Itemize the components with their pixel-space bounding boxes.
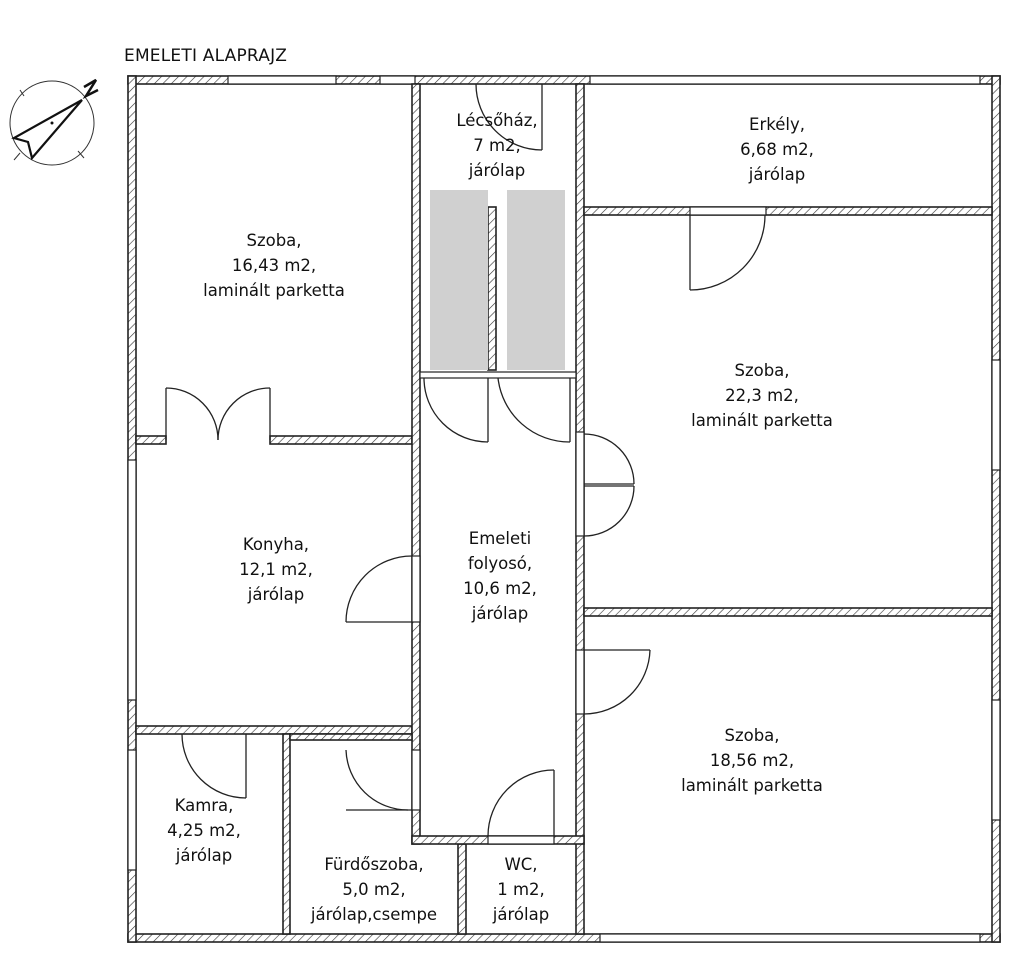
door-corridor-right[interactable]	[497, 377, 571, 443]
room-label-wc: WC,1 m2,járólap	[492, 855, 549, 924]
room-label-kamra: Kamra,4,25 m2,járólap	[167, 796, 241, 865]
inner-walls	[135, 83, 993, 935]
door-kamra[interactable]	[181, 733, 247, 799]
room-label-konyha: Konyha,12,1 m2,járólap	[239, 535, 313, 604]
room-labels: Szoba,16,43 m2,laminált parketta Lécsőhá…	[167, 111, 833, 924]
outer-walls	[127, 75, 1001, 943]
door-furdo[interactable]	[345, 749, 412, 811]
door-szoba2-double[interactable]	[583, 433, 635, 537]
room-label-furdo: Fürdőszoba,5,0 m2,járólap,csempe	[310, 855, 437, 924]
north-label	[82, 78, 99, 100]
door-erkely[interactable]	[689, 214, 766, 291]
door-szoba-double[interactable]	[165, 387, 271, 441]
door-lepcsohaz[interactable]	[475, 83, 543, 151]
staircase	[430, 190, 565, 370]
compass-icon	[9, 78, 99, 166]
door-wc[interactable]	[487, 769, 555, 837]
room-label-lepcsohaz: Lécsőház,7 m2,járólap	[456, 111, 537, 180]
door-konyha[interactable]	[345, 555, 413, 623]
doors	[165, 83, 766, 837]
room-label-szoba3: Szoba,18,56 m2,laminált parketta	[681, 726, 823, 795]
plan-title: EMELETI ALAPRAJZ	[124, 46, 288, 66]
room-label-erkely: Erkély,6,68 m2,járólap	[740, 115, 814, 184]
room-label-szoba2: Szoba,22,3 m2,laminált parketta	[691, 361, 833, 430]
room-label-szoba1: Szoba,16,43 m2,laminált parketta	[203, 231, 345, 300]
door-szoba3[interactable]	[583, 649, 651, 715]
door-corridor-left[interactable]	[423, 377, 489, 443]
